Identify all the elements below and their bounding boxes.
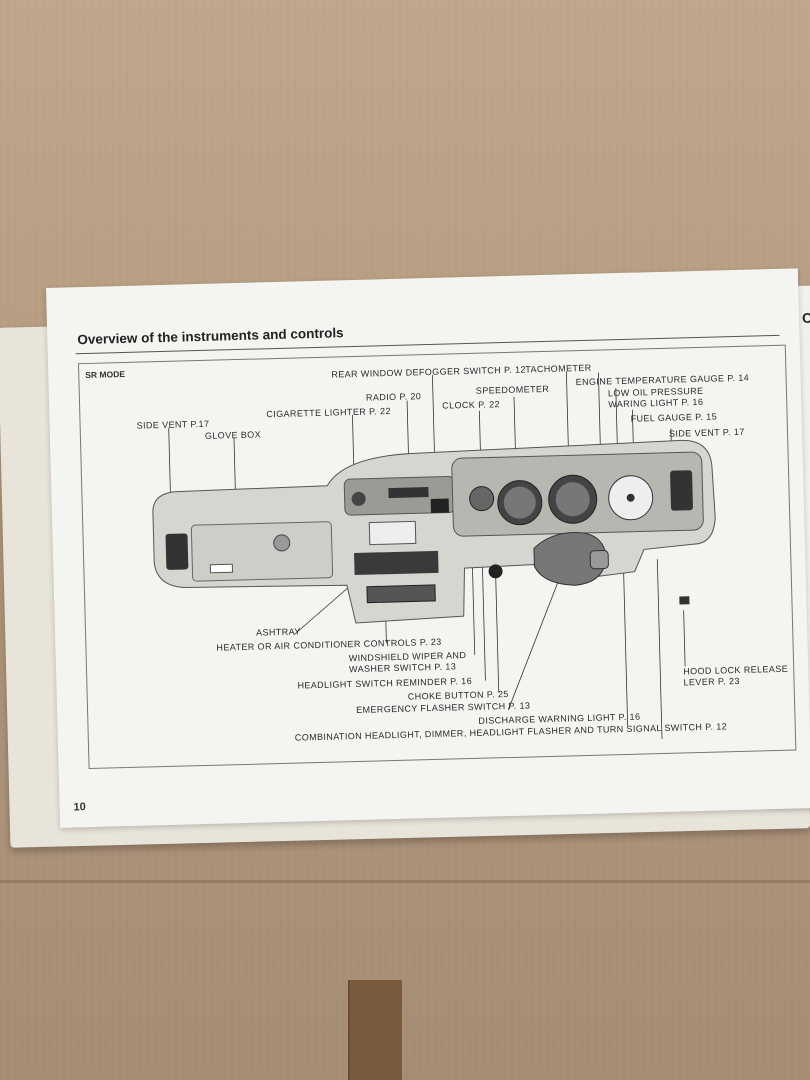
label-radio: RADIO P. 20 [365,391,422,403]
page-number: 10 [73,801,87,814]
label-glove-box: GLOVE BOX [204,429,262,441]
label-clock: CLOCK P. 22 [442,399,501,411]
label-speedometer: SPEEDOMETER [475,383,550,396]
label-tachometer: TACHOMETER [525,362,592,375]
right-page-letter: O [801,309,810,326]
label-hood-lock-2: LEVER P. 23 [683,675,740,688]
dashboard-illustration [152,371,716,740]
label-fuel-gauge: FUEL GAUGE P. 15 [630,411,718,424]
page-title: Overview of the instruments and controls [77,325,344,348]
cardboard-seam [0,880,810,883]
diagram-frame: SR MODE [77,344,797,770]
label-side-vent-right: SIDE VENT P. 17 [668,426,745,439]
label-side-vent-left: SIDE VENT P.17 [136,418,210,431]
label-ashtray: ASHTRAY [255,626,301,638]
manual-page: Overview of the instruments and controls… [46,268,810,828]
packing-tape [348,980,402,1080]
